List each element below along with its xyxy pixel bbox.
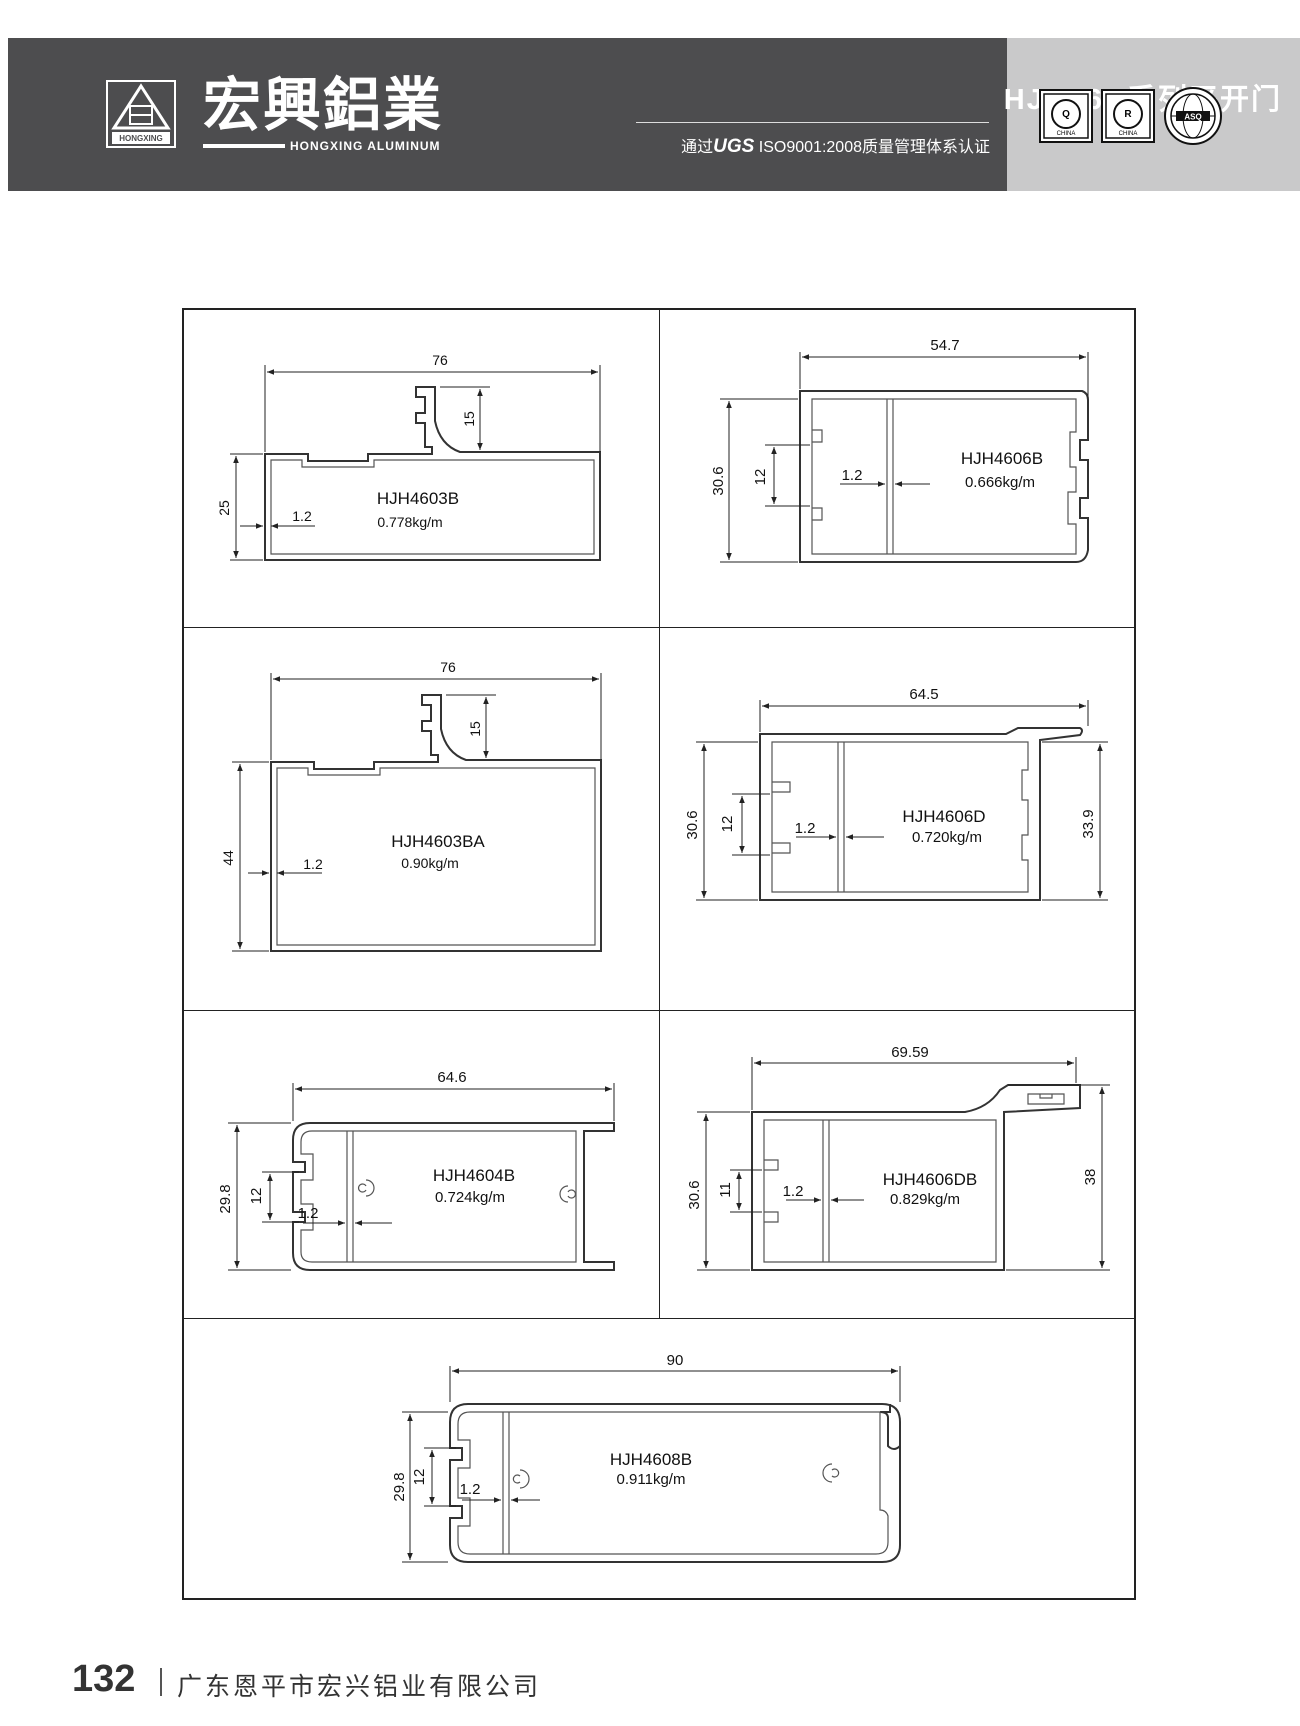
dim-width: 69.59 — [891, 1044, 929, 1061]
dim-height: 30.6 — [686, 1180, 703, 1209]
weight-label: 0.724kg/m — [435, 1189, 505, 1206]
dim-slot: 12 — [752, 469, 769, 486]
dim-wall: 1.2 — [298, 1205, 319, 1222]
weight-label: 0.666kg/m — [965, 474, 1035, 491]
page-number: 132 — [72, 1658, 136, 1700]
model-label: HJH4606B — [961, 449, 1043, 468]
dim-height: 25 — [216, 500, 232, 516]
model-label: HJH4603B — [377, 489, 459, 508]
profile-hjh4606db: 69.59 30.6 11 1.2 38 HJH4606DB 0.829kg/m — [686, 1044, 1110, 1271]
asq-badge-icon: ASQ — [1164, 87, 1222, 145]
dim-width: 76 — [440, 659, 456, 675]
weight-label: 0.720kg/m — [912, 829, 982, 846]
r-china-badge-icon: R CHINA — [1101, 89, 1155, 143]
badge-r-letter: R — [1124, 109, 1132, 120]
q-china-badge-icon: Q CHINA — [1039, 89, 1093, 143]
model-label: HJH4603BA — [391, 832, 485, 851]
dim-width: 64.5 — [909, 686, 938, 703]
brand-name-en: HONGXING ALUMINUM — [290, 139, 441, 153]
dim-wall: 1.2 — [292, 508, 312, 524]
grid-divider-v — [659, 308, 660, 1318]
badge-q-letter: Q — [1062, 109, 1070, 120]
dim-slot: 12 — [248, 1188, 265, 1205]
profile-hjh4603ba: 76 15 44 1.2 HJH4603BA 0.90kg/m — [220, 659, 602, 952]
brand-bar — [203, 144, 285, 148]
profile-hjh4604b: 64.6 29.8 12 1.2 HJH4604B 0.724kg/m — [217, 1069, 615, 1271]
grid-divider-h3 — [182, 1318, 1136, 1319]
ugs-mark: UGS — [713, 136, 755, 157]
dim-width: 64.6 — [437, 1069, 466, 1086]
logo-text: HONGXING — [119, 134, 163, 143]
dim-wall: 1.2 — [842, 467, 863, 484]
dim-wall: 1.2 — [783, 1183, 804, 1200]
dim-height: 30.6 — [684, 810, 701, 839]
footer-separator — [160, 1668, 162, 1696]
model-label: HJH4606DB — [883, 1170, 978, 1189]
model-label: HJH4608B — [610, 1450, 692, 1469]
dim-slot: 12 — [719, 816, 736, 833]
dim-right-height: 33.9 — [1080, 809, 1097, 838]
dim-slot: 11 — [717, 1182, 734, 1198]
dim-wall: 1.2 — [303, 856, 323, 872]
badge-asq-letter: ASQ — [1184, 113, 1201, 122]
dim-wall: 1.2 — [460, 1481, 481, 1498]
page-header: HONGXING 宏興鋁業 HONGXING ALUMINUM HJH46B系列… — [8, 38, 1300, 191]
dim-width: 76 — [432, 352, 448, 368]
certification-line: 通过UGS ISO9001:2008质量管理体系认证 — [638, 133, 990, 158]
weight-label: 0.829kg/m — [890, 1191, 960, 1208]
model-label: HJH4604B — [433, 1166, 515, 1185]
company-name: 广东恩平市宏兴铝业有限公司 — [177, 1672, 542, 1701]
weight-label: 0.778kg/m — [377, 514, 442, 530]
weight-label: 0.90kg/m — [401, 855, 459, 871]
dim-slot: 12 — [411, 1469, 428, 1486]
title-divider — [636, 122, 989, 123]
dim-height: 29.8 — [391, 1472, 408, 1501]
grid-divider-h2 — [182, 1010, 1136, 1011]
dim-height: 29.8 — [217, 1184, 234, 1213]
dim-top: 15 — [467, 721, 483, 737]
dim-wall: 1.2 — [795, 820, 816, 837]
dim-height: 30.6 — [710, 466, 727, 495]
profile-hjh4608b: 90 29.8 12 1.2 HJH4608B 0.911kg/m — [391, 1352, 901, 1563]
cert-text: ISO9001:2008质量管理体系认证 — [758, 139, 990, 156]
brand-name-cn: 宏興鋁業 — [203, 71, 444, 139]
profile-hjh4606b: 54.7 30.6 12 1.2 HJH4606B 0.666kg/m — [710, 337, 1089, 563]
dim-width: 90 — [667, 1352, 684, 1369]
badge-q-label: CHINA — [1057, 131, 1076, 137]
dim-height: 44 — [220, 850, 236, 866]
profile-hjh4606d: 64.5 30.6 12 1.2 33.9 HJH4606D 0.720kg/m — [684, 686, 1108, 901]
model-label: HJH4606D — [902, 807, 985, 826]
dim-width: 54.7 — [930, 337, 959, 354]
hongxing-logo-icon: HONGXING — [106, 80, 176, 148]
cert-prefix: 通过 — [681, 139, 714, 156]
dim-top: 15 — [461, 411, 477, 427]
badge-r-label: CHINA — [1119, 131, 1138, 137]
profile-hjh4603b: 76 15 25 1.2 HJH4603B 0.778kg/m — [216, 352, 601, 561]
grid-divider-h1 — [182, 627, 1136, 628]
dim-right-height: 38 — [1082, 1169, 1099, 1186]
weight-label: 0.911kg/m — [617, 1471, 686, 1488]
certification-badges: Q CHINA R CHINA ASQ — [1039, 87, 1222, 145]
